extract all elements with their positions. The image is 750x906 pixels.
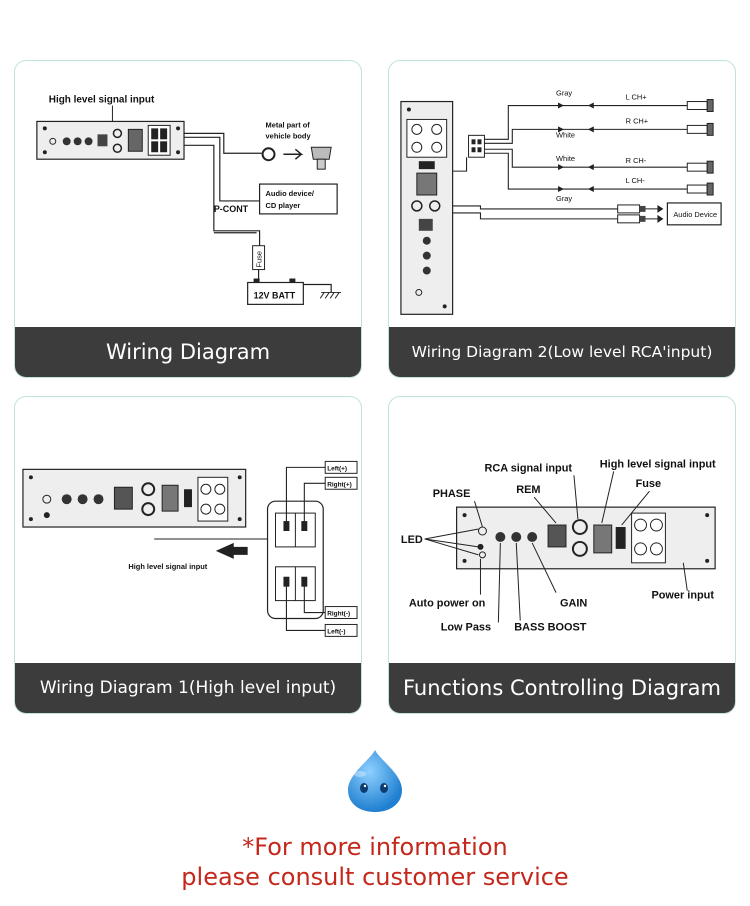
battery-label: 12V BATT: [254, 290, 296, 300]
white-label-bottom: White: [556, 154, 575, 163]
contact-notice: *For more information please consult cus…: [0, 832, 750, 892]
rch-minus-label: R CH-: [626, 156, 647, 165]
metal-part-label: Metal part of: [266, 120, 311, 129]
battery: [247, 278, 342, 305]
bass-boost-label: BASS BOOST: [514, 621, 587, 633]
gain-label: GAIN: [560, 598, 587, 610]
high-level-signal-input-label: High level signal input: [600, 458, 716, 470]
high-level-connector: [266, 500, 324, 620]
connector-arrows: [558, 102, 594, 193]
amplifier-board: [36, 120, 185, 160]
p-cont-label: P-CONT: [214, 204, 249, 214]
wire-tags: [324, 460, 358, 637]
rem-label: REM: [516, 484, 540, 496]
panel-caption: Wiring Diagram: [15, 327, 361, 377]
gray-label-bottom: Gray: [556, 194, 572, 203]
right-minus-label: Right(-): [327, 611, 350, 618]
contact-notice-line-2: please consult customer service: [181, 863, 569, 891]
left-plus-label: Left(+): [327, 465, 347, 472]
vehicle-body-label: vehicle body: [266, 131, 312, 140]
cd-player-label: CD player: [266, 201, 301, 210]
wiring-diagram-1-panel: High level signal input Left(+) Right(+)…: [14, 396, 362, 714]
wiring-diagram-panel: High level signal input: [14, 60, 362, 378]
wires: [184, 132, 262, 246]
amplifier-board: [22, 468, 247, 528]
input-arrow: [215, 542, 248, 559]
power-input-label: Power input: [651, 590, 714, 602]
amplifier-board: [456, 506, 716, 570]
connector-wires: [285, 466, 326, 631]
ground-terminal: [261, 146, 332, 170]
lch-plus-label: L CH+: [626, 93, 647, 102]
right-plus-label: Right(+): [327, 481, 352, 488]
fuse-label: Fuse: [255, 251, 264, 268]
led-label: LED: [401, 534, 423, 546]
phase-label: PHASE: [433, 488, 471, 500]
panel-caption: Wiring Diagram 2(Low level RCA'input): [389, 327, 735, 377]
water-drop-mascot-icon: [348, 750, 402, 812]
functions-controlling-drawing: RCA signal input High level signal input…: [401, 458, 716, 633]
lch-minus-label: L CH-: [626, 176, 646, 185]
amplifier-board-vertical: [400, 100, 454, 315]
panel-caption: Functions Controlling Diagram: [389, 663, 735, 713]
wiring-diagram-1-drawing: High level signal input Left(+) Right(+)…: [22, 460, 358, 637]
leader-lines: [424, 471, 688, 623]
contact-notice-line-1: *For more information: [242, 833, 508, 861]
low-pass-label: Low Pass: [441, 621, 491, 633]
audio-device-box: [666, 202, 722, 226]
wiring-diagram-2-panel: Gray White L CH+ R CH+ White R CH- L CH-…: [388, 60, 736, 378]
audio-device-label: Audio Device: [673, 210, 717, 219]
high-level-signal-input-label: High level signal input: [49, 95, 155, 106]
rca-plugs: [617, 204, 664, 224]
wiring-diagram-drawing: High level signal input: [36, 95, 342, 305]
harness-wires: [452, 104, 688, 220]
fuse-label: Fuse: [636, 478, 662, 490]
high-level-signal-input-label: High level signal input: [128, 562, 207, 571]
audio-device-label: Audio device/: [266, 189, 314, 198]
wiring-diagram-2-drawing: Gray White L CH+ R CH+ White R CH- L CH-…: [400, 89, 722, 315]
auto-power-on-label: Auto power on: [409, 598, 485, 610]
speaker-terminals: [686, 99, 714, 196]
panel-caption: Wiring Diagram 1(High level input): [15, 663, 361, 713]
left-minus-label: Left(-): [327, 628, 345, 635]
white-label-top: White: [556, 130, 575, 139]
gray-label-top: Gray: [556, 89, 572, 98]
functions-controlling-panel: RCA signal input High level signal input…: [388, 396, 736, 714]
rch-plus-label: R CH+: [626, 116, 649, 125]
audio-device-box: [258, 183, 338, 215]
rca-signal-input-label: RCA signal input: [484, 462, 572, 474]
